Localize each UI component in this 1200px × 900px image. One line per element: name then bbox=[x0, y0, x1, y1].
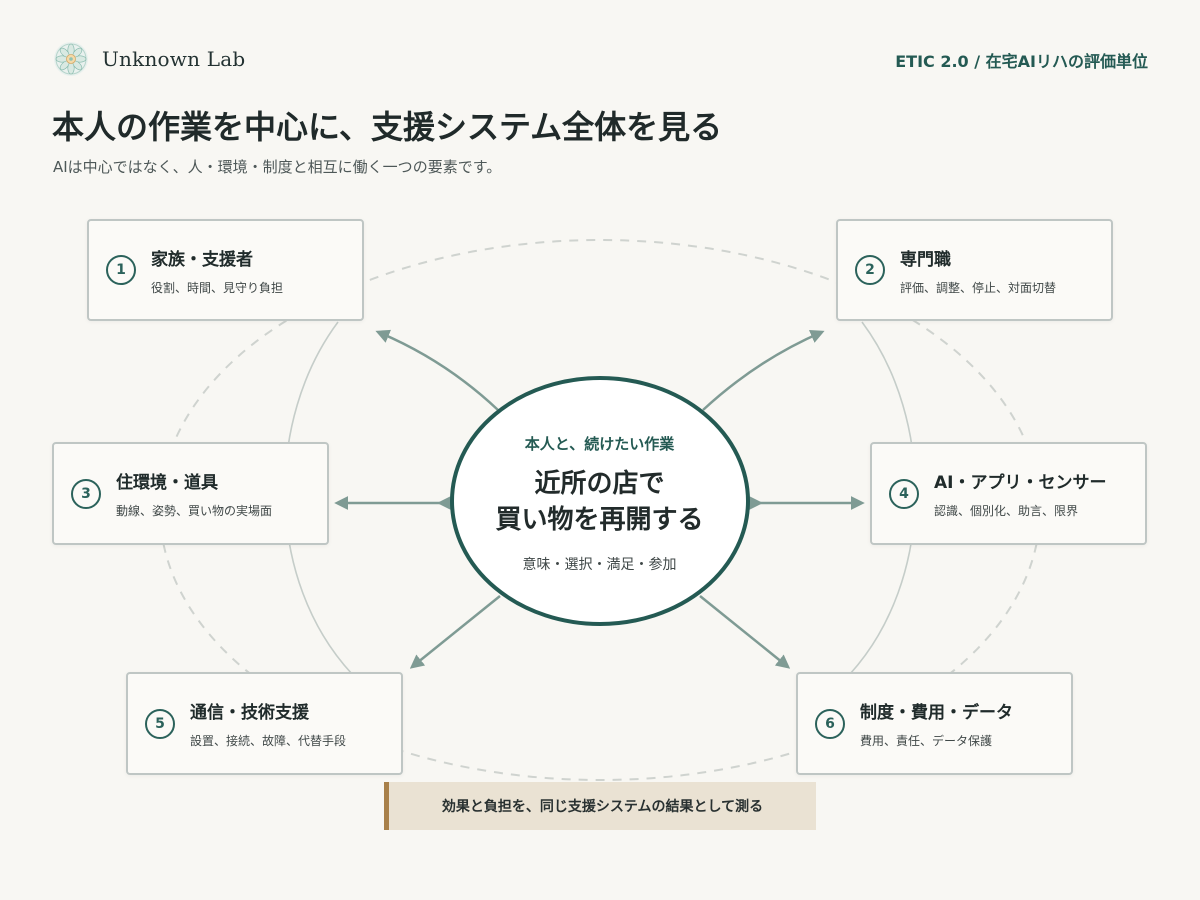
node-professionals: 2 専門職 評価、調整、停止、対面切替 bbox=[836, 219, 1113, 321]
node-description: 動線、姿勢、買い物の実場面 bbox=[116, 504, 273, 518]
connector-policy bbox=[699, 595, 791, 669]
node-description: 費用、責任、データ保護 bbox=[860, 734, 993, 748]
center-activity: 本人と、続けたい作業 近所の店で 買い物を再開する 意味・選択・満足・参加 bbox=[451, 378, 748, 625]
header-tag: ETIC 2.0 / 在宅AIリハの評価単位 bbox=[895, 52, 1148, 71]
node-description: 役割、時間、見守り負担 bbox=[151, 280, 284, 295]
node-number-badge: 3 bbox=[71, 478, 101, 509]
node-title: 専門職 bbox=[900, 249, 951, 270]
node-title: 家族・支援者 bbox=[151, 249, 253, 270]
node-title: AI・アプリ・センサー bbox=[934, 473, 1107, 493]
node-policy-cost-data: 6 制度・費用・データ 費用、責任、データ保護 bbox=[796, 672, 1073, 775]
node-title: 制度・費用・データ bbox=[860, 703, 1013, 723]
node-ai-app-sensor: 4 AI・アプリ・センサー 認識、個別化、助言、限界 bbox=[870, 442, 1147, 545]
node-number-badge: 6 bbox=[815, 708, 845, 739]
node-title: 通信・技術支援 bbox=[190, 703, 309, 723]
page-title: 本人の作業を中心に、支援システム全体を見る bbox=[52, 108, 723, 146]
node-number-badge: 5 bbox=[145, 708, 175, 739]
mandala-logo-icon bbox=[54, 42, 88, 76]
node-title: 住環境・道具 bbox=[116, 473, 218, 493]
node-family-supporters: 1 家族・支援者 役割、時間、見守り負担 bbox=[87, 219, 364, 321]
left-joint-mark bbox=[437, 496, 451, 510]
connector-tech-support bbox=[409, 595, 501, 669]
node-description: 認識、個別化、助言、限界 bbox=[934, 504, 1079, 518]
node-number-badge: 1 bbox=[106, 255, 136, 285]
connector-family bbox=[375, 329, 499, 411]
connector-professionals bbox=[702, 330, 825, 411]
brand-name: Unknown Lab bbox=[102, 47, 246, 71]
right-joint-mark bbox=[749, 496, 763, 510]
center-main-line-1: 近所の店で bbox=[534, 469, 665, 499]
footer-note: 効果と負担を、同じ支援システムの結果として測る bbox=[384, 782, 816, 830]
center-main-goal: 近所の店で 買い物を再開する bbox=[451, 466, 748, 538]
node-tech-support: 5 通信・技術支援 設置、接続、故障、代替手段 bbox=[126, 672, 403, 775]
node-living-environment: 3 住環境・道具 動線、姿勢、買い物の実場面 bbox=[52, 442, 329, 545]
center-values: 意味・選択・満足・参加 bbox=[522, 557, 677, 573]
center-kicker: 本人と、続けたい作業 bbox=[524, 435, 675, 453]
page-subtitle: AIは中心ではなく、人・環境・制度と相互に働く一つの要素です。 bbox=[53, 158, 502, 176]
center-circle bbox=[450, 376, 750, 626]
node-description: 設置、接続、故障、代替手段 bbox=[190, 734, 347, 748]
node-description: 評価、調整、停止、対面切替 bbox=[900, 280, 1057, 295]
center-main-line-2: 買い物を再開する bbox=[495, 505, 704, 535]
node-number-badge: 2 bbox=[855, 255, 885, 285]
brand: Unknown Lab bbox=[53, 41, 245, 77]
node-number-badge: 4 bbox=[889, 478, 919, 509]
